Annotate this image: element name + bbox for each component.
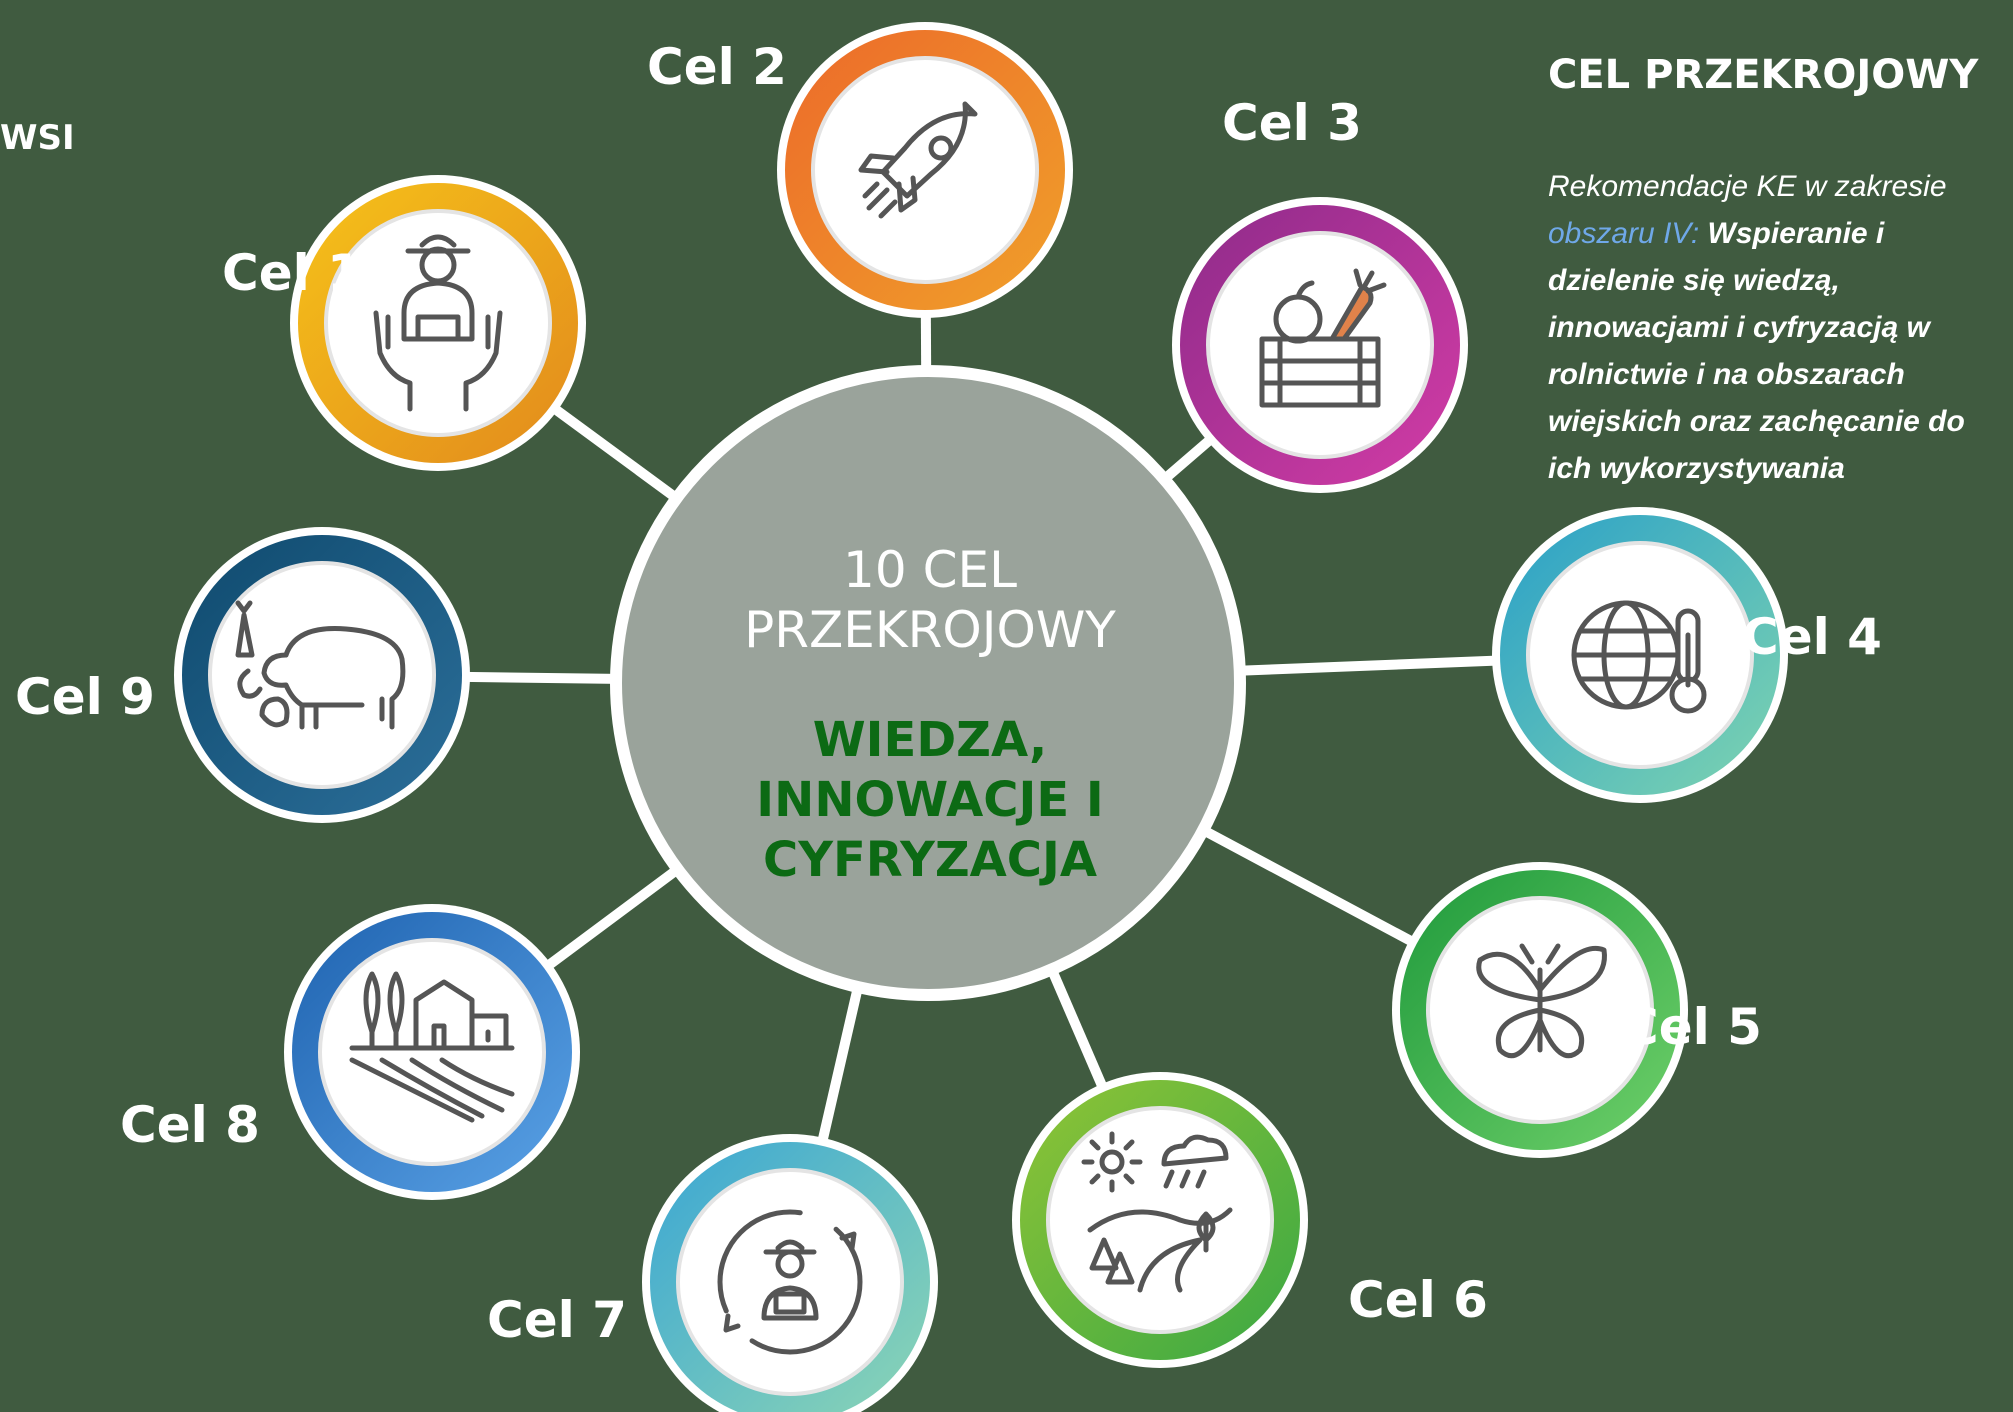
goal-label-6: Cel 6 (1348, 1271, 1488, 1329)
goal-node-5[interactable] (1392, 862, 1688, 1158)
panel-intro: Rekomendacje KE w zakresie (1548, 170, 1947, 203)
goal-node-3[interactable] (1172, 197, 1468, 493)
goal-node-6[interactable] (1012, 1072, 1308, 1368)
panel-body-text: Wspieranie i dzielenie się wiedzą, innow… (1548, 217, 1965, 485)
goal-inner-disc (676, 1168, 904, 1396)
goal-node-2[interactable] (777, 22, 1073, 318)
center-title: 10 CEL PRZEKROJOWY (744, 541, 1116, 659)
goal-inner-disc (1206, 231, 1434, 459)
panel-colon: : (1690, 217, 1708, 250)
goal-inner-disc (1046, 1106, 1274, 1334)
globe-thermometer-icon (1571, 600, 1707, 714)
center-theme: WIEDZA, INNOWACJE I CYFRYZACJA (756, 712, 1104, 888)
goal-node-8[interactable] (284, 904, 580, 1200)
panel-body: Rekomendacje KE w zakresie obszaru IV: W… (1548, 163, 2008, 492)
goal-node-7[interactable] (642, 1134, 938, 1412)
goal-label-5: Cel 5 (1622, 998, 1762, 1056)
goal-inner-disc (318, 938, 546, 1166)
rural-house-field-icon (349, 971, 515, 1123)
goal-inner-disc (324, 209, 552, 437)
goal-inner-disc (208, 561, 436, 789)
goal-node-1[interactable] (290, 175, 586, 471)
butterfly-leaf-icon (1476, 943, 1607, 1059)
goal-label-4: Cel 4 (1742, 608, 1882, 666)
goal-label-2: Cel 2 (647, 38, 787, 96)
goal-label-7: Cel 7 (487, 1291, 627, 1349)
goal-label-1: Cel 1 (222, 244, 362, 302)
goal-node-9[interactable] (174, 527, 470, 823)
livestock-icon (235, 600, 406, 730)
vegetable-crate-icon (1259, 268, 1387, 408)
goal-node-4[interactable] (1492, 507, 1788, 803)
goal-label-8: Cel 8 (120, 1096, 260, 1154)
panel-area-link[interactable]: obszaru IV (1548, 217, 1691, 250)
farmer-hands-icon (373, 234, 503, 412)
goal-label-9: Cel 9 (15, 668, 155, 726)
center-text: 10 CEL PRZEKROJOWY WIEDZA, INNOWACJE I C… (620, 540, 1240, 890)
goal-inner-disc (811, 56, 1039, 284)
farmer-cycle-icon (717, 1209, 863, 1355)
cropped-left-text: WSI (0, 118, 75, 158)
rocket-icon (858, 101, 978, 219)
goal-nodes (174, 22, 1788, 1412)
panel-heading: CEL PRZEKROJOWY (1548, 52, 1979, 98)
goal-label-3: Cel 3 (1222, 94, 1362, 152)
center-circle (610, 365, 1246, 1001)
landscape-weather-icon (1081, 1131, 1233, 1293)
